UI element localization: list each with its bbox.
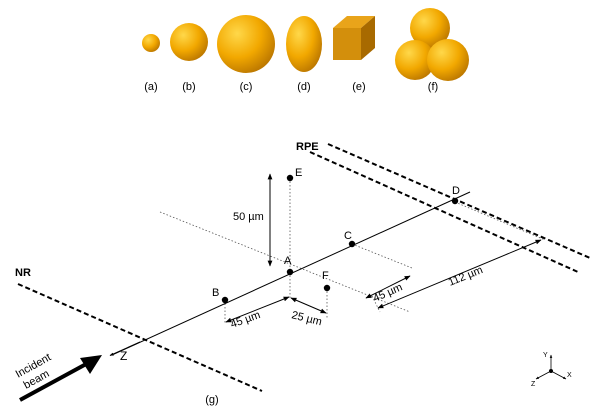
shape-sphere-cluster — [395, 8, 469, 81]
nr-label: NR — [15, 267, 31, 279]
point-d — [451, 197, 459, 205]
shape-label-c: (c) — [240, 81, 253, 93]
shape-label-e: (e) — [352, 81, 365, 93]
point-a-label: A — [284, 255, 292, 267]
rpe-layer — [309, 143, 591, 273]
shape-small-sphere — [142, 34, 160, 52]
triad-y-label: Y — [543, 352, 548, 359]
axis-triad-icon — [535, 354, 567, 380]
point-b — [221, 296, 229, 304]
nr-layer — [17, 283, 263, 392]
point-d-label: D — [452, 185, 460, 197]
point-b-label: B — [212, 287, 219, 299]
guide-lines — [159, 178, 546, 324]
point-c — [348, 240, 356, 248]
dim-bottom-small-arrow — [290, 297, 327, 314]
point-e-label: E — [295, 167, 302, 179]
dim-bottom-small-label: 25 µm — [290, 309, 323, 328]
point-e — [286, 174, 294, 182]
point-c-label: C — [344, 230, 352, 242]
dim-right-short-label: 45 µm — [371, 281, 404, 304]
triad-x-label: X — [567, 372, 572, 379]
triad-z-label: Z — [531, 381, 536, 388]
point-f-label: F — [322, 270, 329, 282]
shape-label-b: (b) — [182, 81, 195, 93]
z-axis-label: Z — [120, 349, 127, 363]
rpe-label: RPE — [296, 141, 319, 153]
incident-beam-arrow-icon — [19, 355, 102, 402]
shape-label-f: (f) — [428, 81, 438, 93]
shape-label-d: (d) — [297, 81, 310, 93]
shape-sphere — [170, 23, 208, 61]
shape-large-sphere — [217, 15, 275, 73]
point-a — [286, 268, 294, 276]
dim-right-long-arrow — [377, 239, 542, 309]
point-f — [323, 284, 331, 292]
dim-right-long-label: 112 µm — [447, 264, 485, 289]
shape-cube — [333, 16, 375, 60]
panel-label-g: (g) — [205, 394, 218, 406]
dim-bottom-left-label: 45 µm — [229, 309, 262, 331]
shape-label-a: (a) — [144, 81, 157, 93]
z-axis-arrow — [109, 341, 141, 356]
shape-ellipsoid — [286, 16, 322, 72]
dim-bottom-left-arrow — [225, 296, 290, 323]
dim-vertical-label: 50 µm — [233, 211, 264, 223]
axis-triad-origin — [549, 369, 553, 373]
